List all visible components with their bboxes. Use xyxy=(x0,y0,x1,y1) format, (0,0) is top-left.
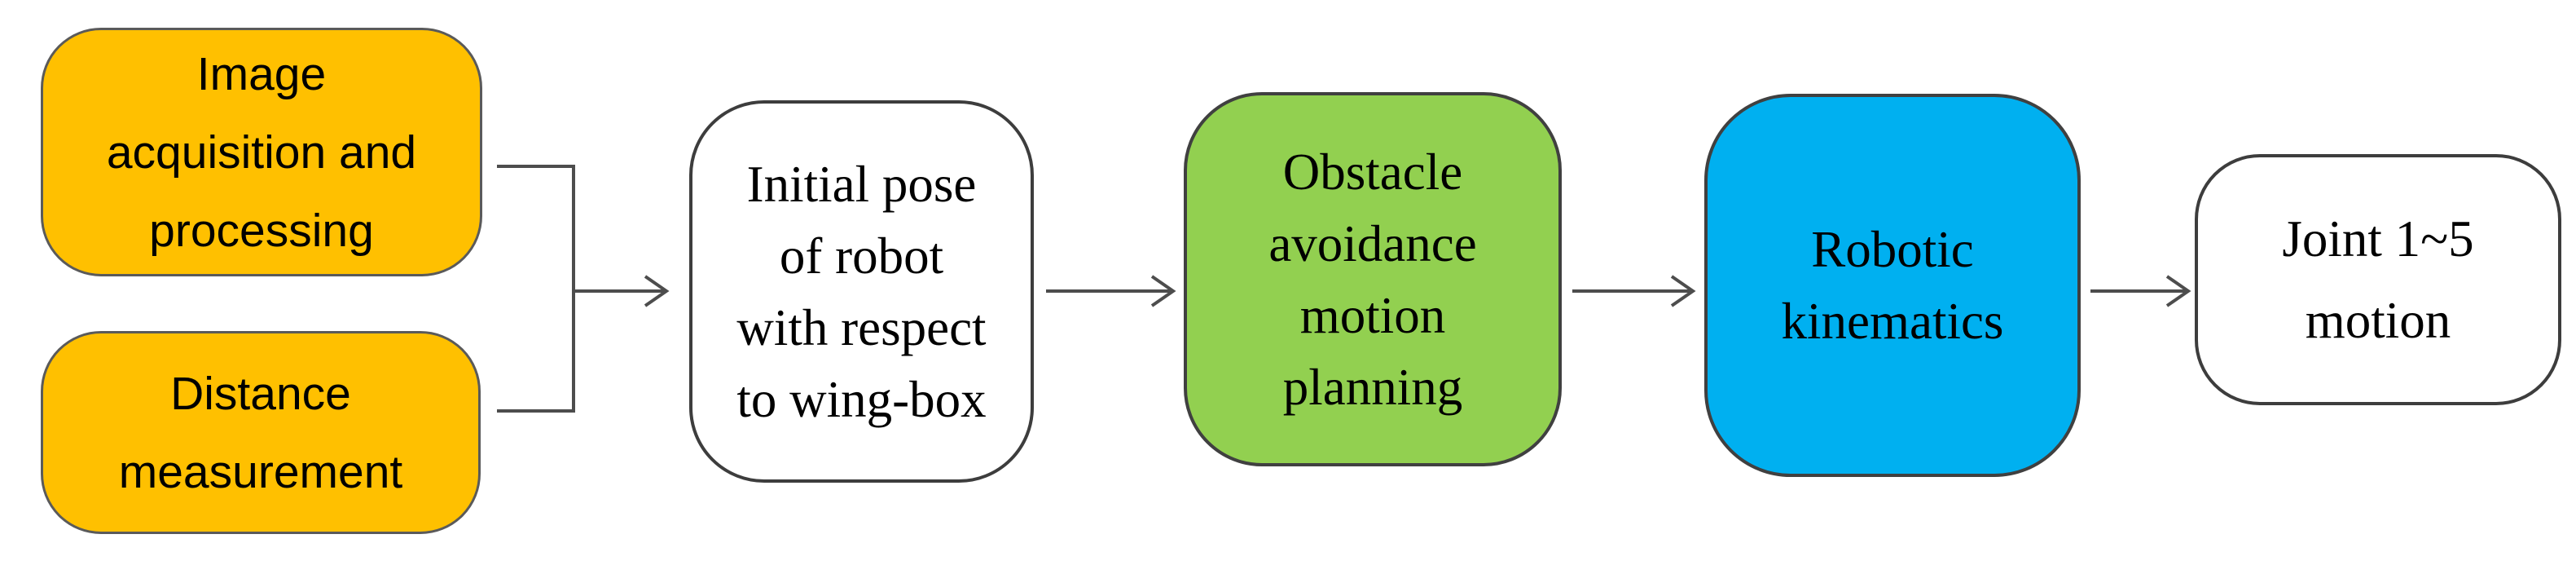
arrowhead-to-obstacle-avoidance xyxy=(1150,275,1176,307)
flow-node-image-acquisition: Image acquisition and processing xyxy=(41,28,482,276)
node-label-joint-motion: Joint 1~5 motion xyxy=(2282,210,2474,349)
node-label-distance-measurement: Distance measurement xyxy=(118,367,403,498)
node-label-robotic-kinematics: Robotic kinematics xyxy=(1781,221,2004,350)
flow-node-obstacle-avoidance: Obstacle avoidance motion planning xyxy=(1184,92,1562,466)
flow-node-distance-measurement: Distance measurement xyxy=(41,331,481,534)
arrowhead-to-joint-motion xyxy=(2165,275,2191,307)
node-label-initial-pose: Initial pose of robot with respect to wi… xyxy=(736,155,987,428)
flow-node-joint-motion: Joint 1~5 motion xyxy=(2195,154,2561,405)
node-label-obstacle-avoidance: Obstacle avoidance motion planning xyxy=(1268,143,1477,416)
arrowhead-to-robotic-kinematics xyxy=(1670,275,1696,307)
flow-node-robotic-kinematics: Robotic kinematics xyxy=(1704,94,2081,477)
arrowhead-to-initial-pose xyxy=(644,275,670,307)
flow-node-initial-pose: Initial pose of robot with respect to wi… xyxy=(689,100,1034,483)
node-label-image-acquisition: Image acquisition and processing xyxy=(106,47,417,257)
